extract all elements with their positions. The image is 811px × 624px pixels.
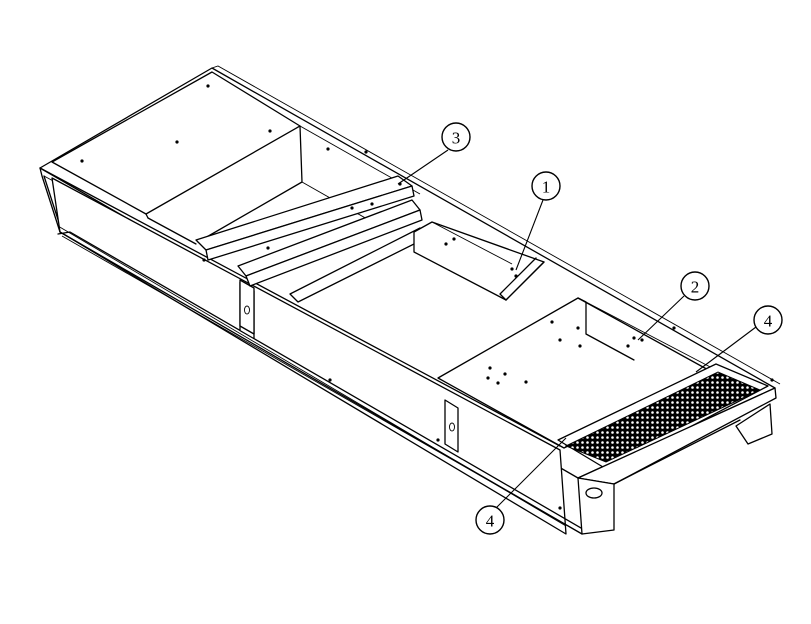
frame-outline bbox=[39, 65, 781, 535]
callout-4-right: 4 bbox=[695, 305, 783, 373]
callout-3: 3 bbox=[397, 122, 471, 185]
callout-2: 2 bbox=[637, 271, 710, 341]
bracket-1 bbox=[413, 221, 545, 301]
callout-1-label: 1 bbox=[542, 178, 551, 197]
callout-3-label: 3 bbox=[452, 129, 461, 148]
callout-4-bottom-label: 4 bbox=[486, 512, 495, 531]
callout-4-right-label: 4 bbox=[764, 312, 773, 331]
callout-4-bottom: 4 bbox=[475, 437, 567, 535]
bolt-holes bbox=[80, 84, 774, 510]
cross-member-3 bbox=[195, 175, 431, 303]
mesh-grille bbox=[557, 363, 777, 535]
callout-2-label: 2 bbox=[691, 278, 700, 297]
callout-1: 1 bbox=[515, 171, 561, 271]
